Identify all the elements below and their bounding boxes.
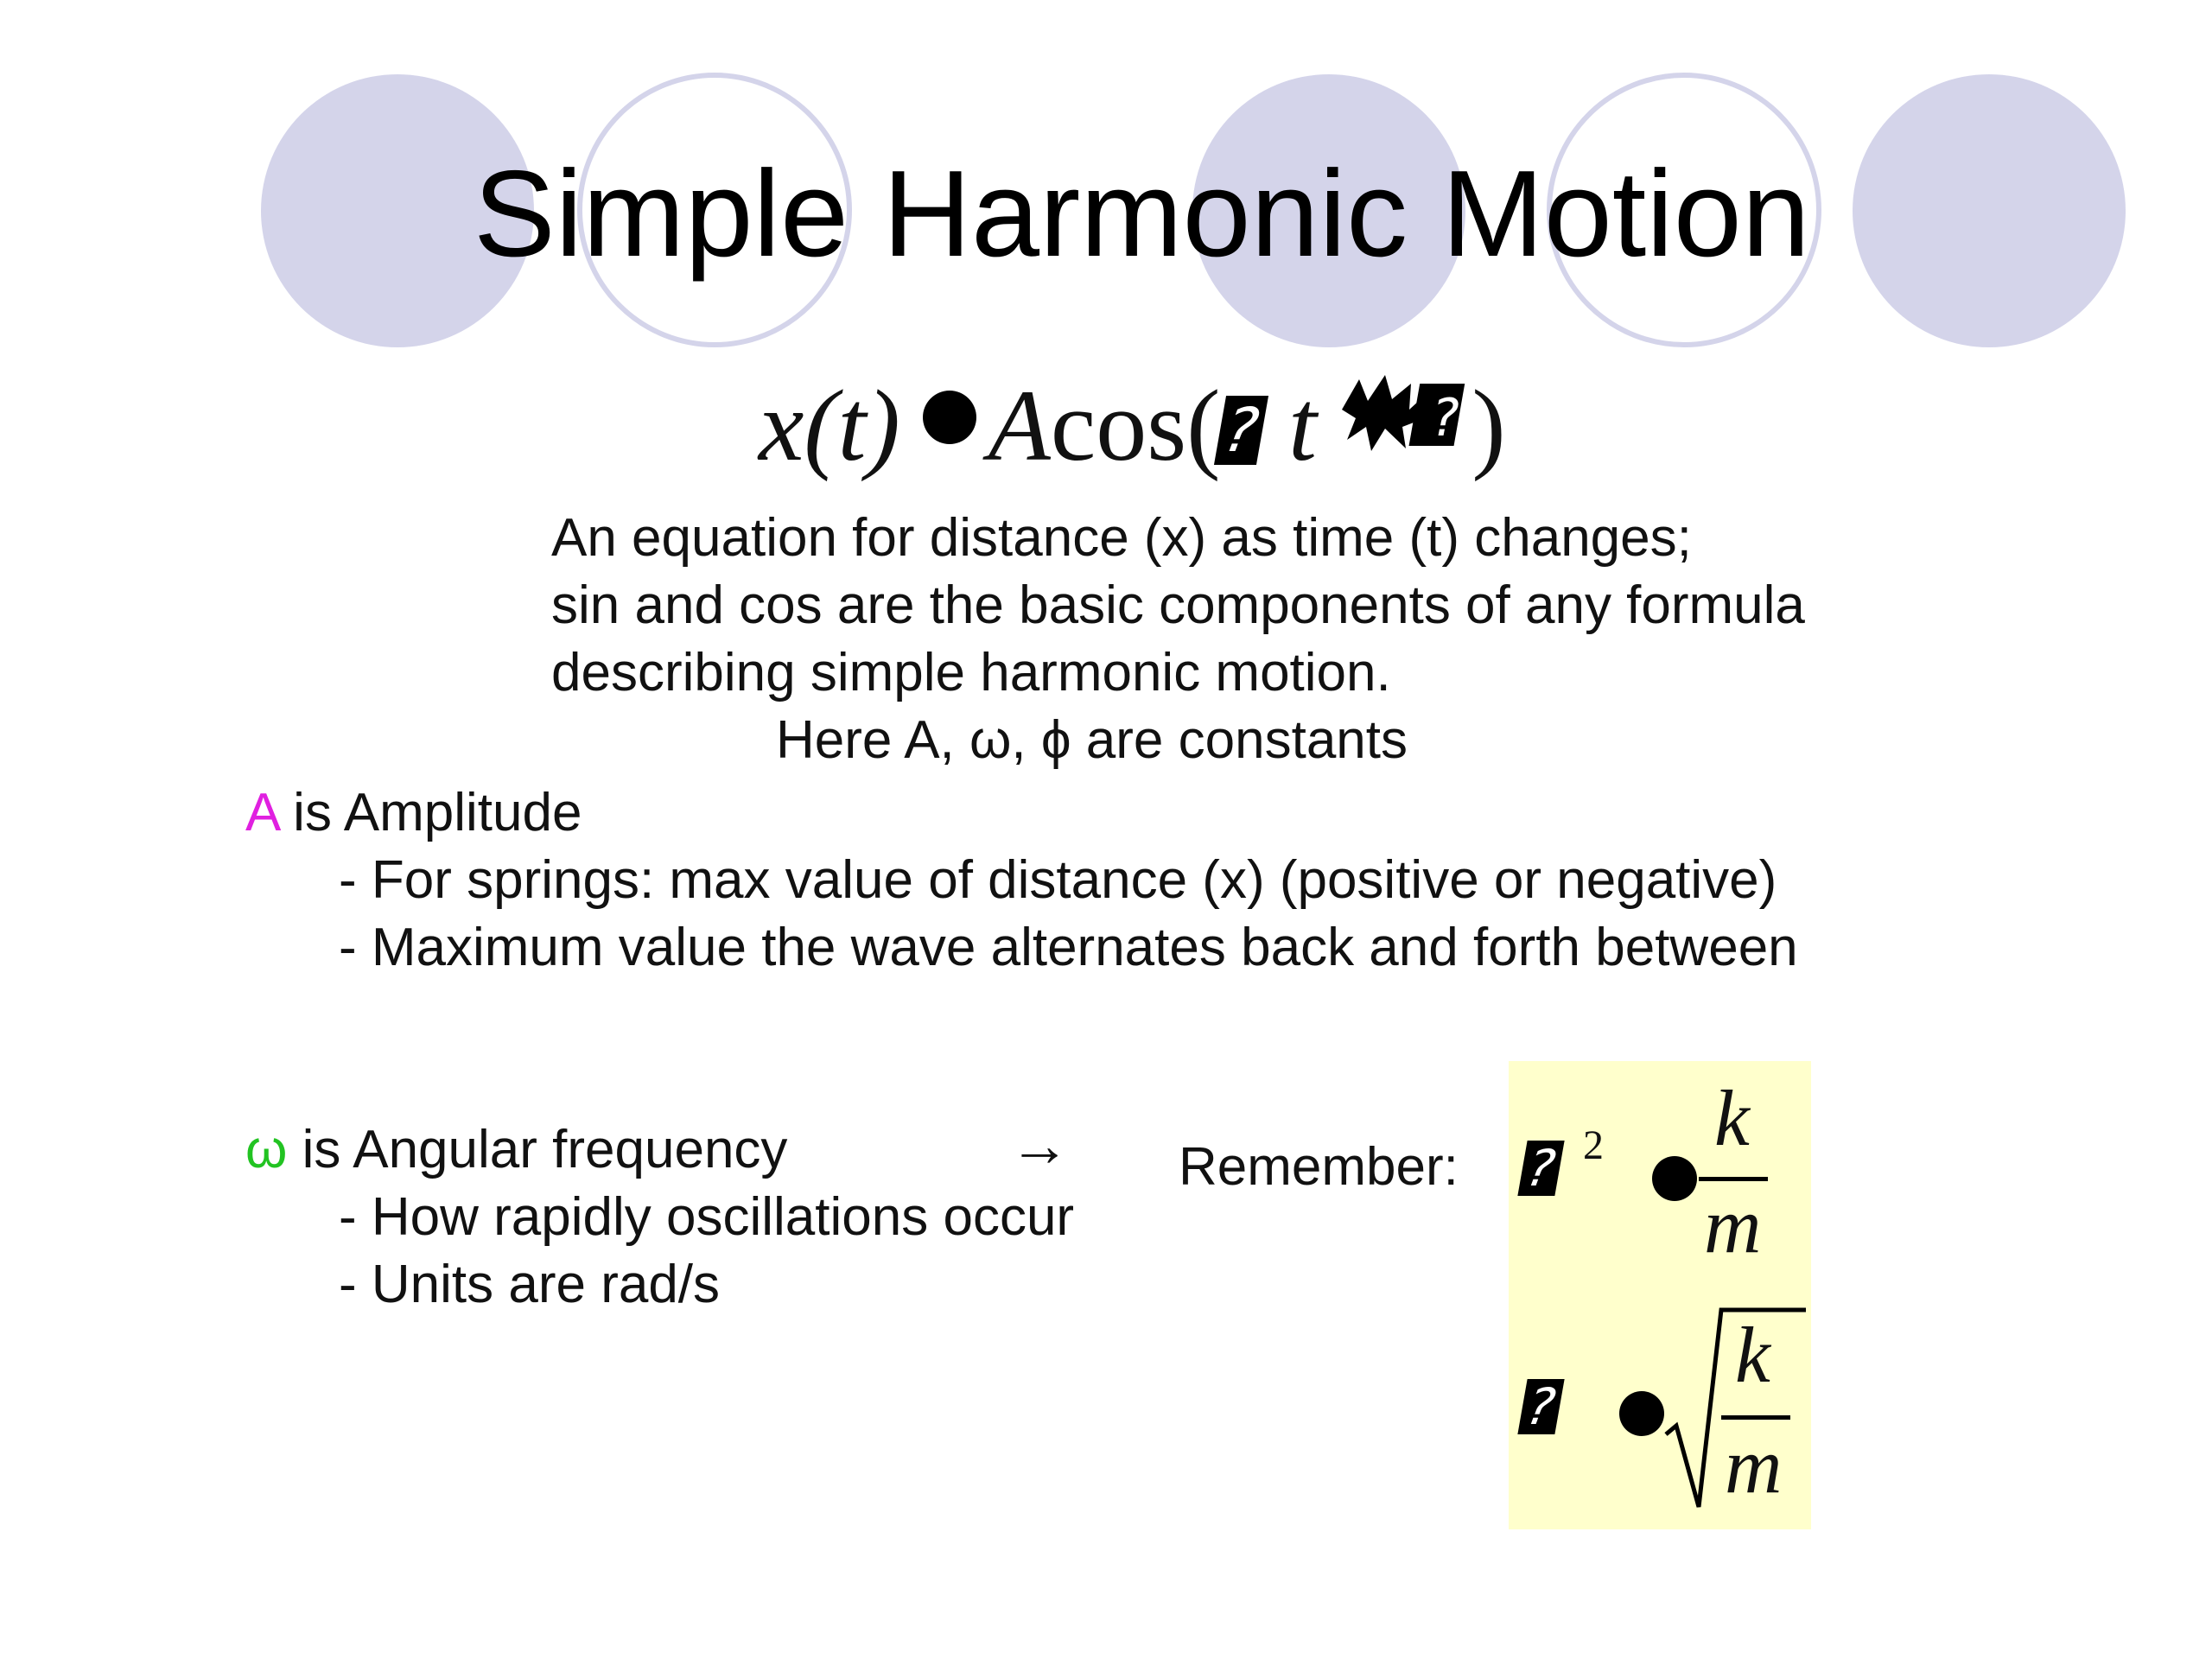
- right-arrow-icon: →: [1009, 1113, 1070, 1179]
- equation-func: cos(: [1050, 369, 1221, 482]
- description-line-4: Here A, ω, ϕ are constants: [776, 710, 1408, 770]
- frequency-heading: ω is Angular frequency: [245, 1116, 787, 1184]
- frequency-bullet-1: - How rapidly oscillations occur: [339, 1187, 1075, 1247]
- equation-variable: t: [1288, 369, 1317, 482]
- fraction-denominator: m: [1704, 1181, 1762, 1269]
- exponent-label: 2: [1583, 1122, 1604, 1168]
- decor-circle-1: [261, 74, 534, 347]
- omega-symbol: ω: [245, 1120, 288, 1179]
- equation-amplitude: A: [988, 369, 1051, 482]
- amplitude-heading: A is Amplitude: [245, 779, 582, 847]
- amplitude-heading-text: is Amplitude: [277, 783, 582, 842]
- equation-close: ): [1471, 369, 1506, 482]
- svg-text:?: ?: [1432, 388, 1459, 448]
- description-line-1: An equation for distance (x) as time (t)…: [551, 508, 1692, 568]
- slide-title: Simple Harmonic Motion: [474, 145, 1810, 283]
- equals-dot-glyph: [922, 391, 976, 444]
- sqrt-fraction-bar: [1721, 1415, 1790, 1420]
- equation-lhs: x(t): [759, 369, 900, 482]
- decor-ring-2: [1547, 73, 1821, 347]
- description-line-2: sin and cos are the basic components of …: [551, 575, 1805, 635]
- omega-missing-glyph-icon: ?: [1517, 1377, 1565, 1436]
- plus-phi-missing-glyph-icon: ?: [1342, 363, 1471, 475]
- description-line-3: describing simple harmonic motion.: [551, 643, 1391, 702]
- remember-formula-box: ? 2 k m ? k m: [1509, 1061, 1811, 1529]
- amplitude-bullet-2: - Maximum value the wave alternates back…: [339, 918, 1798, 977]
- amplitude-bullet-1: - For springs: max value of distance (x)…: [339, 850, 1777, 910]
- square-root-icon: [1664, 1307, 1806, 1508]
- sqrt-fraction-denominator: m: [1725, 1421, 1783, 1510]
- omega-missing-glyph-icon: ?: [1517, 1139, 1565, 1198]
- remember-label: Remember:: [1179, 1137, 1459, 1197]
- equals-dot-glyph: [1619, 1391, 1664, 1436]
- decor-circle-2: [1192, 74, 1465, 347]
- omega-missing-glyph-icon: ?: [1214, 395, 1269, 466]
- sqrt-fraction-numerator: k: [1735, 1311, 1770, 1399]
- frequency-heading-text: is Angular frequency: [287, 1120, 788, 1179]
- main-equation: x(t) Acos(? t ? ): [759, 363, 1506, 482]
- equals-dot-glyph: [1652, 1156, 1697, 1201]
- frequency-bullet-2: - Units are rad/s: [339, 1255, 721, 1314]
- amplitude-symbol: A: [245, 783, 278, 842]
- fraction-numerator: k: [1714, 1074, 1750, 1162]
- decor-ring-1: [577, 73, 852, 347]
- decor-circle-3: [1853, 74, 2126, 347]
- fraction-bar: [1699, 1177, 1768, 1181]
